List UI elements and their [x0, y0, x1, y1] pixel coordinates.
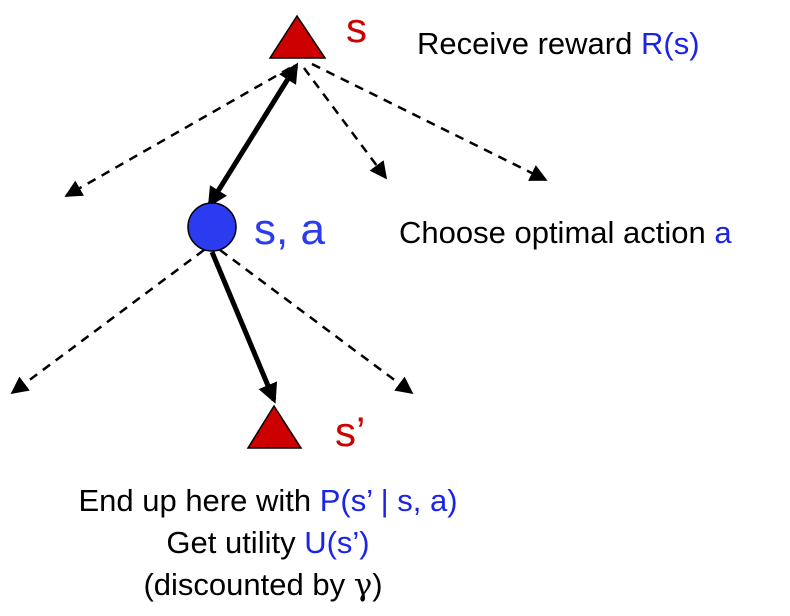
bold-edge-root-to-chance [207, 62, 299, 208]
bold-edge-chance-to-next [209, 251, 278, 404]
root-dashed-edges [64, 62, 548, 198]
utility-term: U(s’) [304, 525, 369, 560]
choose-prefix: Choose optimal action [399, 215, 714, 250]
reward-annotation: Receive reward R(s) [417, 26, 700, 61]
end-up-prefix: End up here with [78, 483, 319, 518]
dashed-edge-root-left [64, 66, 291, 198]
discount-prefix: (discounted by [143, 567, 353, 602]
reward-term: R(s) [641, 26, 700, 61]
next-state-label: s’ [335, 408, 365, 455]
chance-node-label: s, a [254, 205, 325, 254]
root-state-label: s [346, 4, 367, 51]
chance-dashed-edges [10, 248, 414, 395]
dashed-edge-chance-right [219, 248, 414, 395]
dashed-edge-root-right [311, 62, 548, 182]
chance-node-circle-icon [187, 202, 237, 252]
reward-prefix: Receive reward [417, 26, 641, 61]
discount-suffix: ) [372, 567, 382, 602]
end-up-term: P(s’ | s, a) [320, 483, 458, 518]
dashed-edge-root-mid [302, 67, 388, 180]
utility-annotation: Get utility U(s’) [166, 525, 369, 560]
root-state-triangle-icon [268, 14, 327, 59]
discount-term: γ [354, 567, 373, 603]
discount-annotation: (discounted by γ) [143, 567, 382, 603]
bold-edges [207, 62, 299, 404]
choose-term: a [714, 215, 732, 250]
dashed-edge-chance-left [10, 248, 205, 395]
utility-prefix: Get utility [166, 525, 304, 560]
choose-annotation: Choose optimal action a [399, 215, 732, 250]
end-up-annotation: End up here with P(s’ | s, a) [78, 483, 457, 518]
next-state-triangle-icon [246, 404, 303, 449]
